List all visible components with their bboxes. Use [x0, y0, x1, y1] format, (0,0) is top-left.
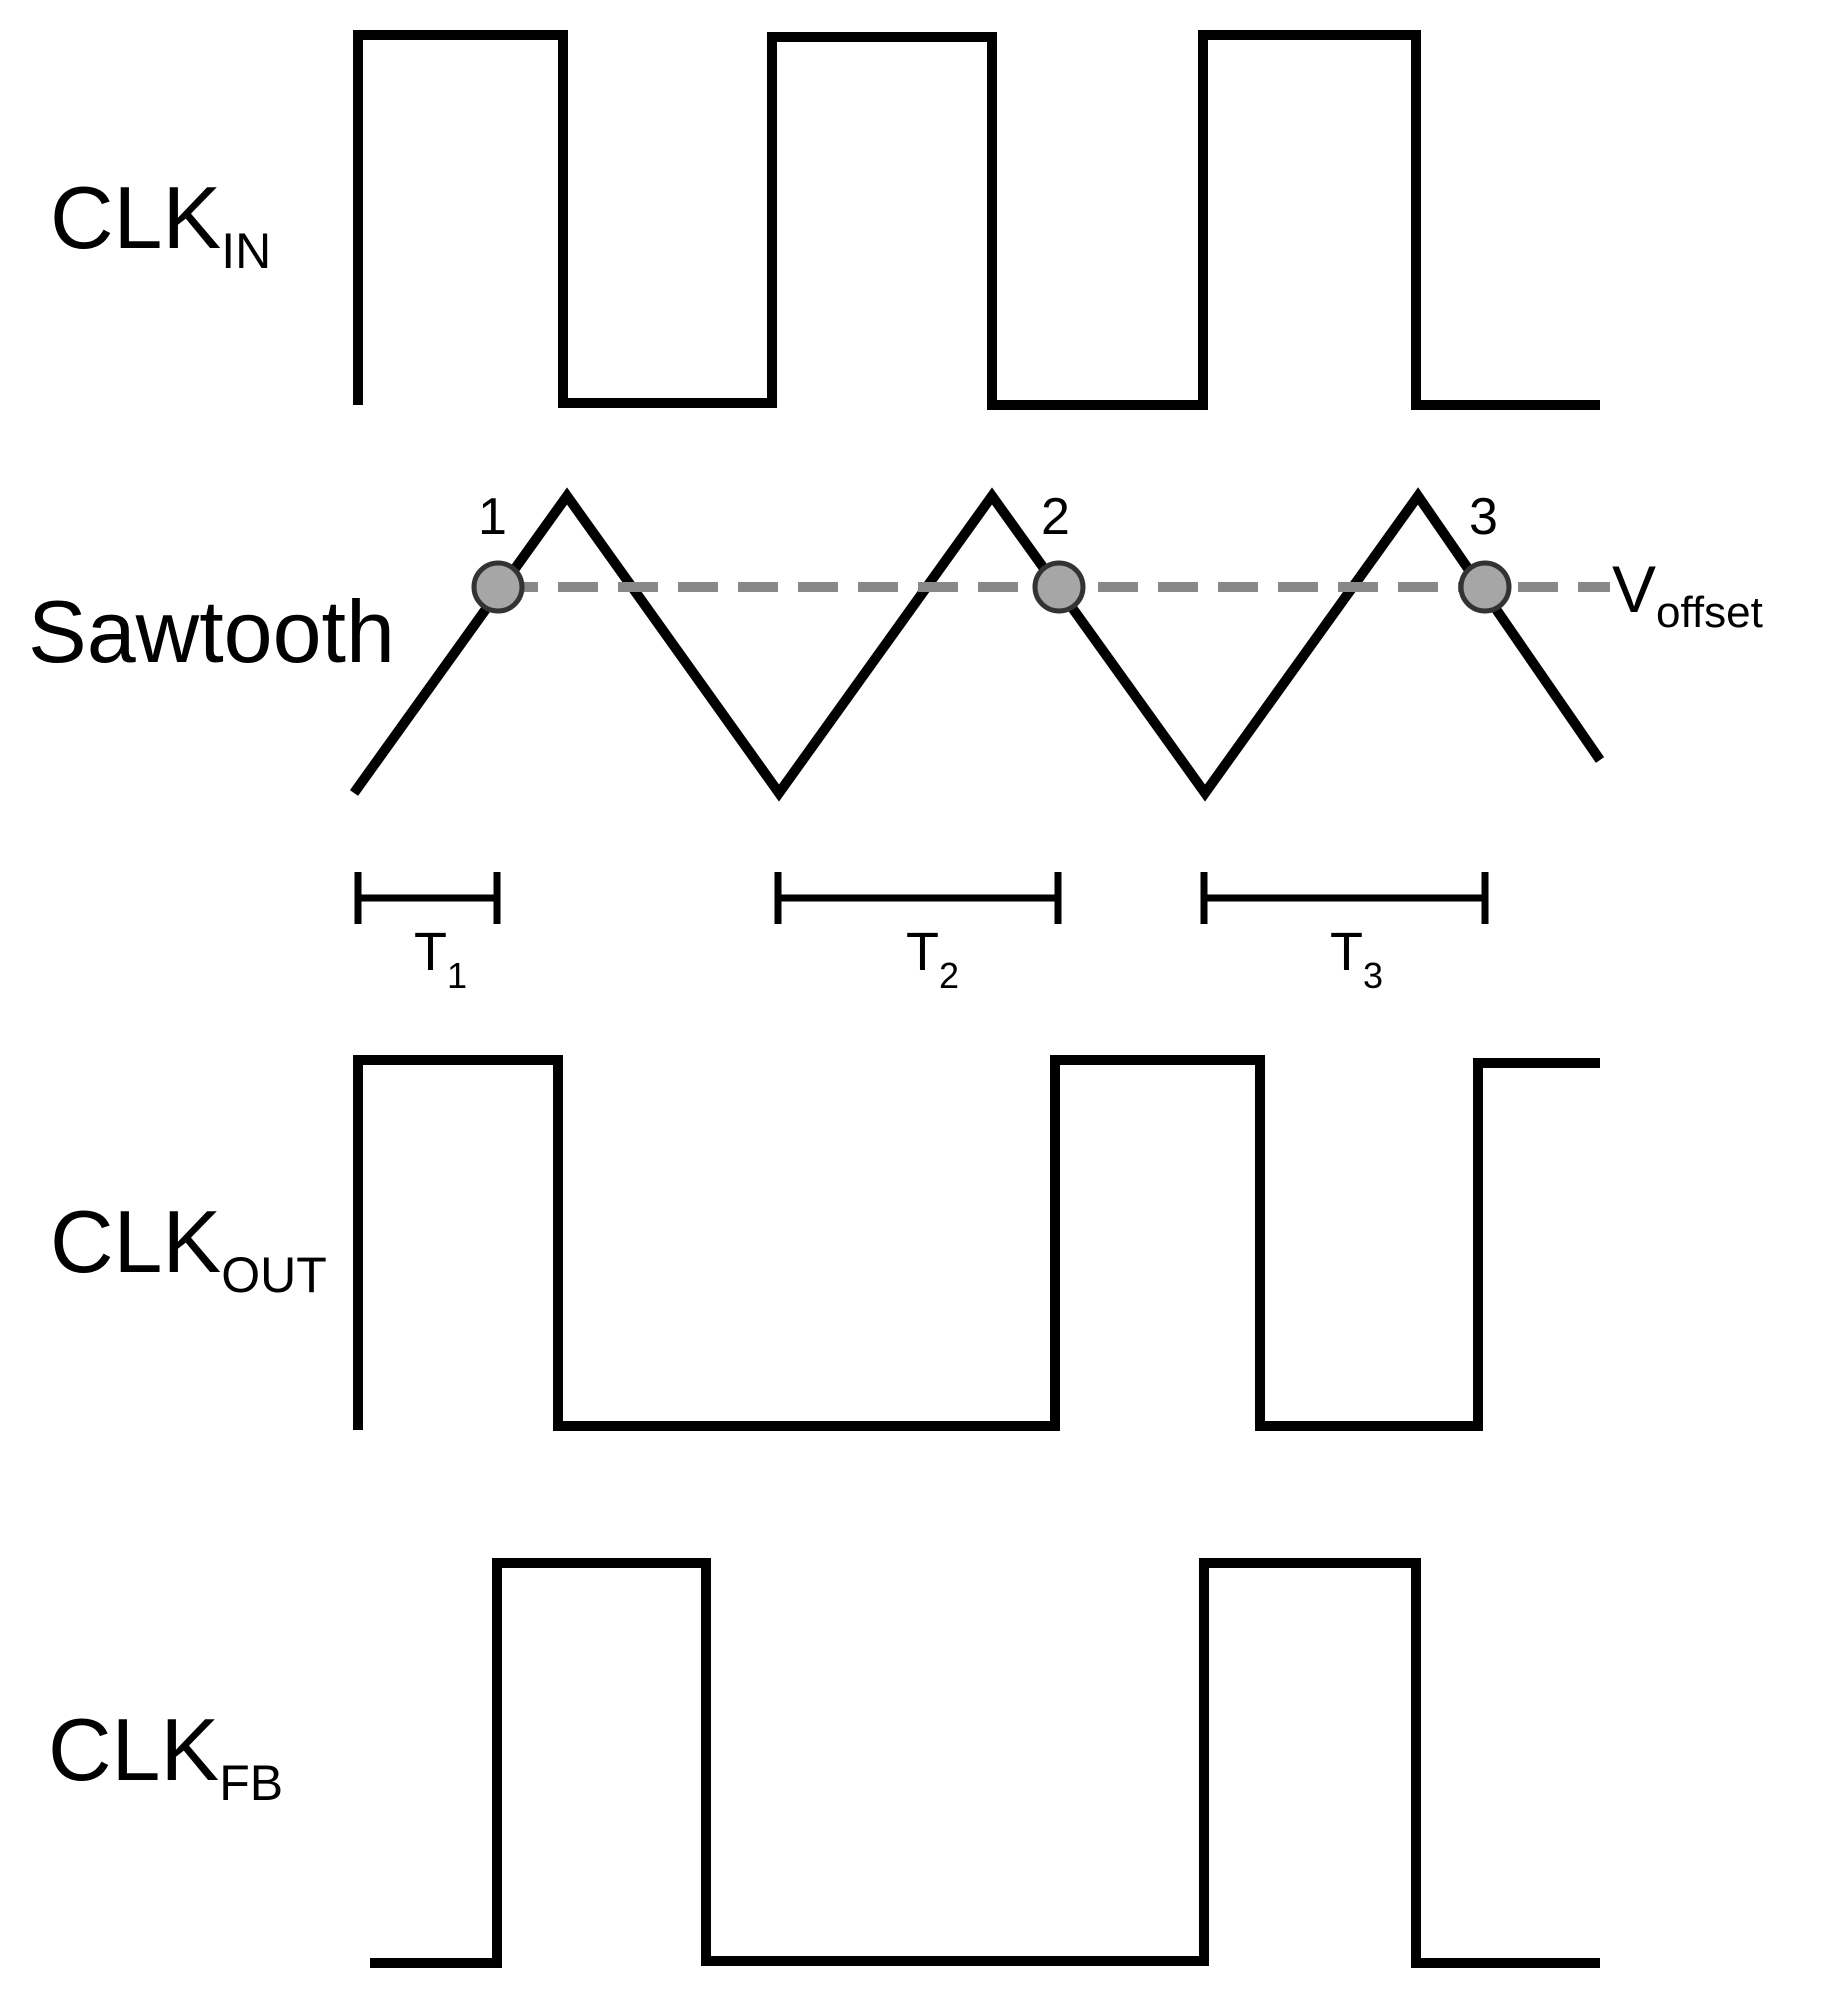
sawtooth-label: Sawtooth: [28, 582, 395, 681]
interval-t1-bracket: [354, 872, 501, 924]
interval-t2-bracket: [774, 872, 1062, 924]
voffset-label: Voffset: [1612, 552, 1763, 637]
marker-2-label: 2: [1041, 488, 1070, 546]
clk-fb-waveform: [370, 1558, 1600, 1968]
clk-out-label: CLKOUT: [50, 1192, 327, 1303]
interval-t2-label: T2: [906, 922, 959, 996]
marker-1-dot: [471, 560, 525, 614]
clk-out-waveform: [353, 1055, 1600, 1431]
clk-fb-label: CLKFB: [48, 1700, 283, 1811]
marker-3-label: 3: [1469, 488, 1498, 546]
marker-3-dot: [1458, 560, 1512, 614]
clk-in-label: CLKIN: [50, 168, 271, 279]
clk-in-waveform: [353, 30, 1600, 410]
interval-t3-label: T3: [1330, 922, 1383, 996]
interval-t3-bracket: [1200, 872, 1489, 924]
marker-2-dot: [1032, 560, 1086, 614]
sawtooth-waveform: [349, 487, 1605, 802]
marker-1-label: 1: [478, 488, 507, 546]
interval-t1-label: T1: [414, 922, 467, 996]
